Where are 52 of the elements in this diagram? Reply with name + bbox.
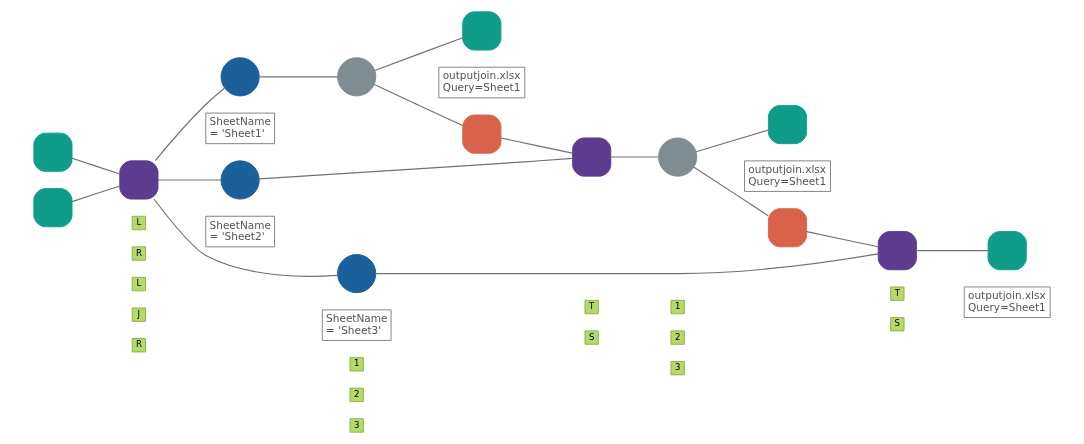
label: R — [135, 247, 142, 258]
node-box — [767, 208, 808, 248]
label: T — [589, 301, 595, 312]
node-label: SheetName = 'Sheet3' — [326, 312, 388, 336]
connector — [695, 129, 769, 153]
label: J — [137, 308, 141, 319]
label: L — [136, 278, 142, 289]
label: R — [135, 339, 142, 350]
connector — [806, 231, 879, 248]
node-box — [767, 104, 808, 145]
connector — [154, 87, 225, 162]
connector — [153, 198, 338, 277]
connector — [71, 157, 121, 175]
node-box — [877, 231, 917, 271]
connector — [258, 76, 338, 78]
node-circle — [658, 137, 698, 177]
node-box — [33, 188, 73, 228]
connector — [610, 156, 660, 158]
label: L — [136, 217, 142, 228]
node-box — [987, 231, 1027, 271]
label: 1 — [674, 301, 681, 312]
node-box — [572, 137, 612, 177]
connector — [258, 157, 574, 180]
node-label: SheetName = 'Sheet1' — [209, 115, 271, 139]
label: S — [894, 318, 901, 329]
node-box — [33, 132, 73, 172]
node-circle — [337, 57, 377, 97]
connector — [916, 250, 989, 252]
connector — [693, 166, 769, 217]
connector — [71, 185, 121, 203]
label: 2 — [674, 331, 681, 342]
connector — [157, 179, 222, 181]
label: 3 — [674, 362, 681, 373]
node-label: SheetName = 'Sheet2' — [209, 218, 271, 242]
node-box — [462, 114, 502, 154]
connector — [374, 37, 464, 71]
node-circle — [220, 160, 260, 200]
node-box — [119, 160, 159, 200]
label: 1 — [353, 358, 360, 369]
label: S — [588, 331, 595, 342]
node-label: outputjoin.xlsx Query=Sheet1 — [968, 289, 1046, 313]
label: 3 — [353, 419, 360, 430]
node-circle — [220, 57, 260, 97]
connector — [500, 137, 573, 154]
node-label: outputjoin.xlsx Query=Sheet1 — [748, 163, 827, 187]
node-box — [462, 11, 502, 51]
label: 2 — [353, 389, 360, 399]
connector — [373, 83, 464, 127]
node-label: outputjoin.xlsx Query=Sheet1 — [442, 69, 521, 93]
node-circle — [337, 254, 377, 294]
label: T — [894, 287, 900, 298]
connector — [375, 253, 879, 275]
